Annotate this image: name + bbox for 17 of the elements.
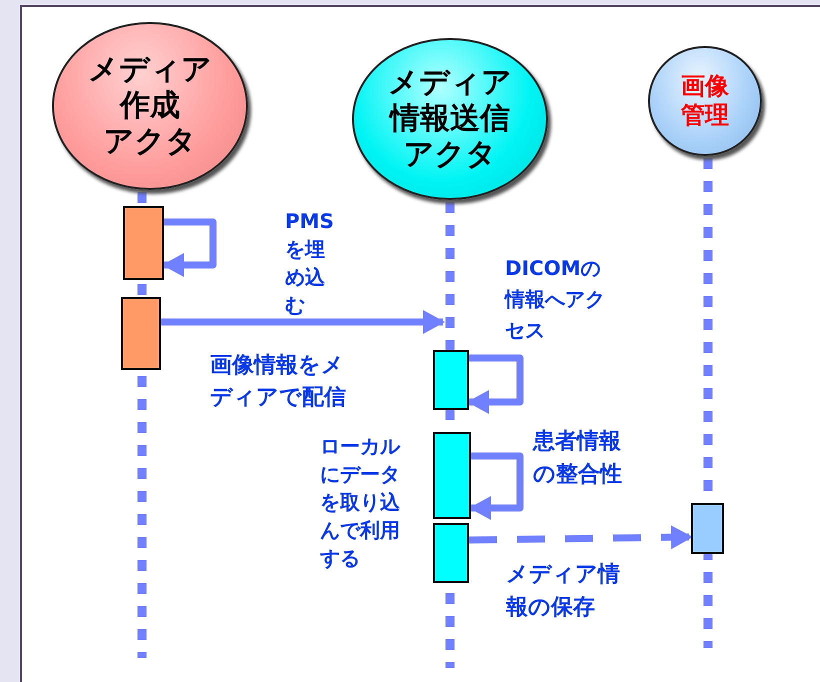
note-text: PMSを埋め込む — [285, 208, 335, 319]
arrow — [469, 452, 524, 520]
arrow — [162, 218, 216, 277]
activation-box — [123, 206, 164, 280]
activation-box — [433, 432, 471, 519]
activation-box — [121, 297, 161, 370]
activation-box — [433, 523, 469, 583]
arrow — [467, 354, 524, 414]
arrow — [468, 525, 693, 550]
activation-box — [691, 503, 724, 554]
edge-label: 患者情報の整合性 — [533, 428, 623, 489]
activation-box — [433, 350, 469, 410]
edge-label: メディア情報の保存 — [506, 561, 621, 622]
note-text: ローカルにデータを取り込んで利用する — [320, 433, 402, 572]
arrow — [161, 310, 445, 334]
edge-label: DICOMの情報へアクセス — [505, 255, 606, 344]
edge-label: 画像情報をメディアで配信 — [210, 352, 347, 412]
